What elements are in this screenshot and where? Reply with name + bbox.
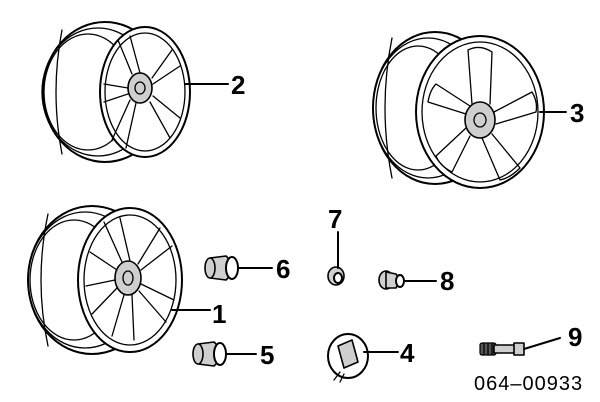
callout-4: 4 [400,338,415,368]
wheel-1 [27,205,211,355]
part-number: 064–00933 [474,373,583,395]
callout-5: 5 [260,340,274,370]
part-4-centre-cap [327,333,399,383]
wheel-3 [372,31,567,189]
callout-8: 8 [440,266,454,296]
callout-3: 3 [570,98,584,128]
part-7-cap [327,231,345,286]
callout-6: 6 [276,254,290,284]
callout-1: 1 [212,299,226,329]
callout-2: 2 [231,70,245,100]
part-5-lug-nut [192,341,257,367]
part-6-lug-nut [204,255,273,281]
part-8-locking-nut [378,270,437,290]
wheel-2 [41,21,229,163]
part-9-valve [479,337,561,356]
callout-9: 9 [568,322,582,352]
callout-7: 7 [328,204,342,234]
